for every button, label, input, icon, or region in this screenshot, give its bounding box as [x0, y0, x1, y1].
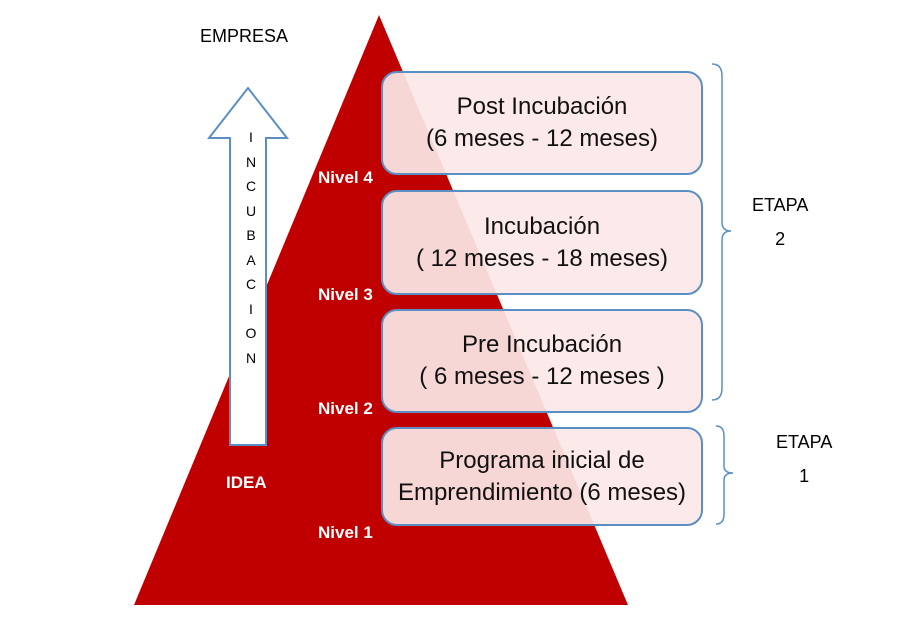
arrow-letter: N [245, 153, 257, 170]
idea-label: IDEA [226, 473, 267, 492]
etapa-2-label: ETAPA 2 [752, 188, 808, 256]
arrow-letter: N [245, 349, 257, 366]
stage-box-programa-inicial: Programa inicial de Emprendimiento (6 me… [381, 427, 703, 526]
etapa-word: ETAPA [776, 432, 833, 452]
stage-title: Pre Incubación [461, 331, 623, 358]
stage-title: Post Incubación [456, 93, 628, 120]
stage-duration: ( 6 meses - 12 meses ) [419, 363, 665, 390]
level-1-label: Nivel 1 [318, 523, 373, 542]
stage-duration: Emprendimiento (6 meses) [397, 478, 687, 506]
incubacion-vertical-text: I N C U B A C I O N [236, 125, 266, 370]
stage-title: Programa inicial de [439, 446, 645, 474]
etapa-number: 1 [799, 466, 810, 486]
level-4-label: Nivel 4 [318, 168, 373, 187]
stage-title: Incubación [483, 212, 601, 240]
stage-duration: (6 meses - 12 meses) [425, 125, 659, 152]
arrow-letter: C [245, 276, 257, 292]
etapa-2-bracket [711, 63, 732, 401]
etapa-number: 2 [775, 229, 786, 249]
arrow-letter: B [246, 227, 256, 243]
level-3-label: Nivel 3 [318, 285, 373, 304]
stage-duration: ( 12 meses - 18 meses) [415, 244, 669, 272]
stage-box-pre-incubacion: Pre Incubación ( 6 meses - 12 meses ) [381, 309, 703, 413]
etapa-1-bracket [715, 425, 734, 525]
etapa-1-label: ETAPA 1 [776, 425, 832, 493]
empresa-label: EMPRESA [200, 26, 289, 46]
arrow-letter: O [245, 325, 257, 341]
level-2-label: Nivel 2 [318, 399, 373, 418]
arrow-letter: A [246, 251, 256, 268]
stage-box-post-incubacion: Post Incubación (6 meses - 12 meses) [381, 71, 703, 175]
arrow-letter: I [249, 300, 253, 317]
etapa-word: ETAPA [752, 195, 809, 215]
arrow-letter: U [245, 202, 257, 219]
incubation-arrow [206, 86, 290, 446]
arrow-letter: C [245, 178, 257, 194]
arrow-letter: I [249, 129, 253, 145]
stage-box-incubacion: Incubación ( 12 meses - 18 meses) [381, 190, 703, 295]
